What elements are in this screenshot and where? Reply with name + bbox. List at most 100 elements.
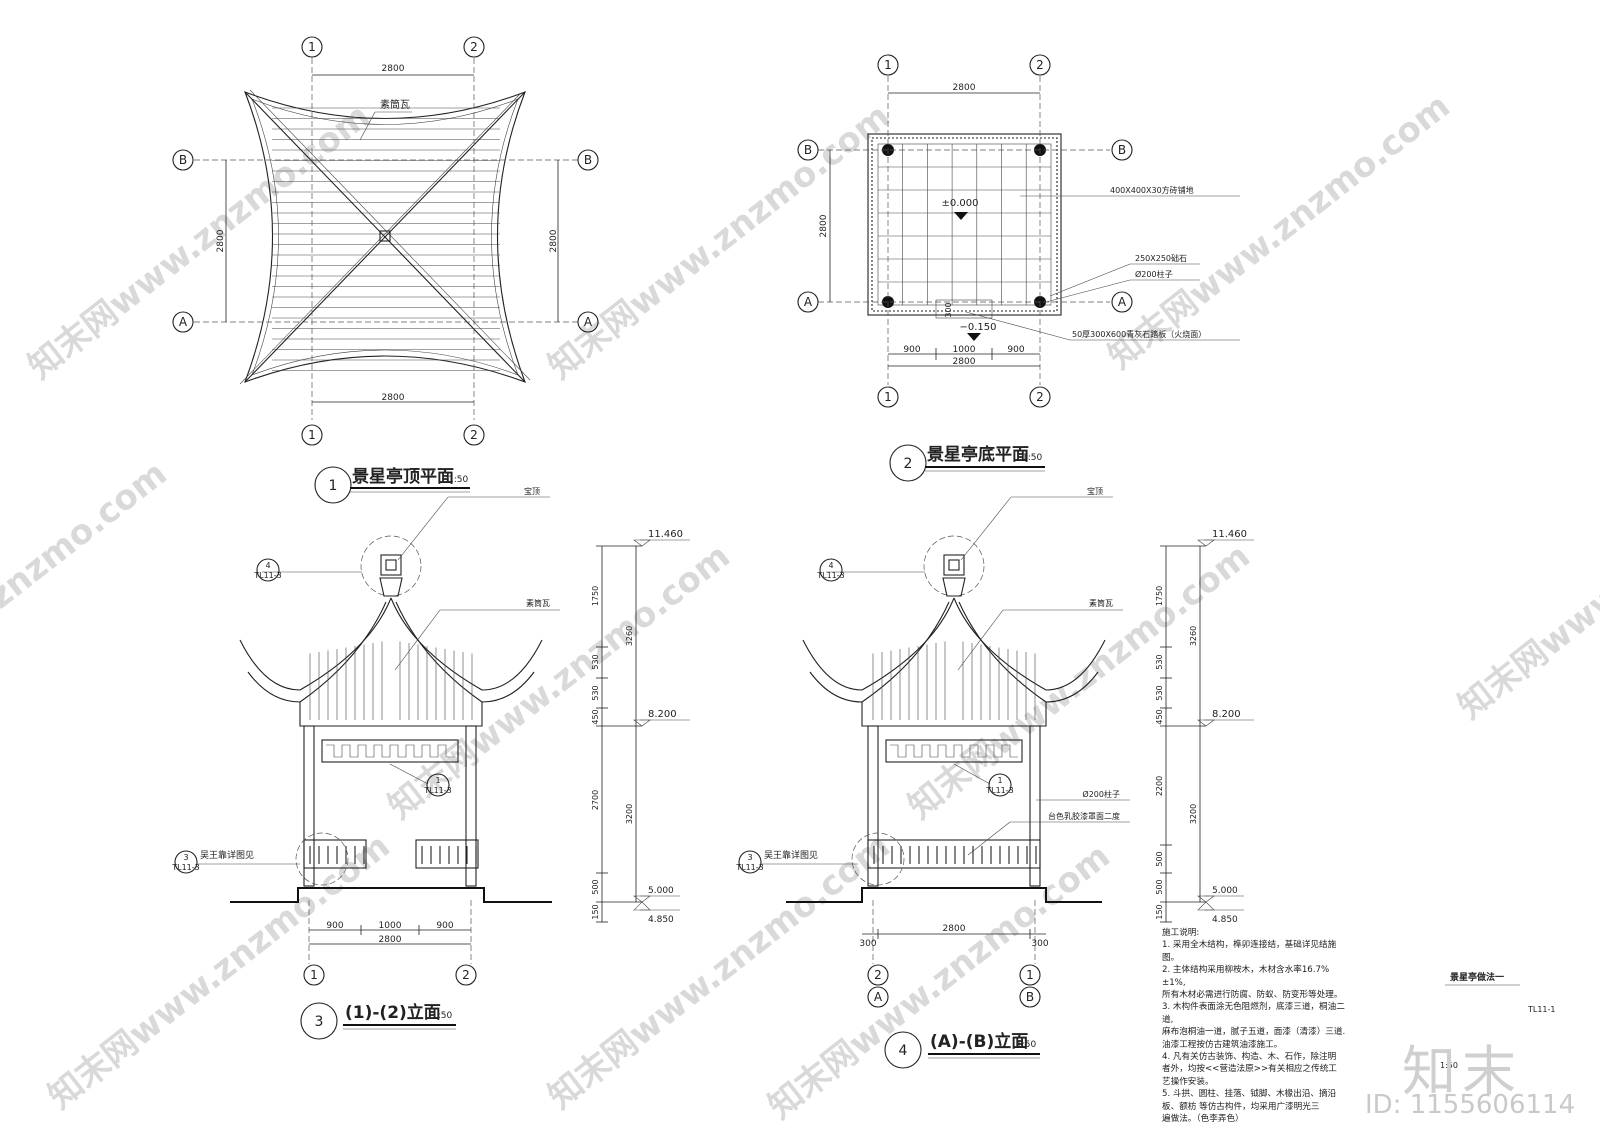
level-label: 5.000 xyxy=(648,886,674,896)
dim-label: 530 xyxy=(591,654,600,669)
finial-label: 宝顶 xyxy=(524,486,540,496)
note-line: 艺操作安装。 xyxy=(1162,1076,1214,1087)
dim-label: 300 xyxy=(944,302,953,317)
view-number: 1 xyxy=(329,478,338,494)
roof-tile-hatching xyxy=(272,107,500,371)
watermark-text: 知末网www.znzmo.com xyxy=(1451,436,1600,727)
bench-ref-label: 吴王靠详图见 xyxy=(200,849,254,861)
axis-label: 1 xyxy=(310,968,318,982)
dim-label: 3200 xyxy=(1189,804,1198,824)
dim-label: 900 xyxy=(326,921,343,931)
callout-column: Ø200柱子 xyxy=(1135,269,1173,279)
view-number: 3 xyxy=(315,1014,324,1030)
elevation-1-2-view: 宝顶 素筒瓦 4 TL11-3 1 TL11-3 3 TL11-3 吴王靠详图见… xyxy=(171,486,690,1040)
view-title: (1)-(2)立面 xyxy=(345,1002,441,1023)
axis-label: 2 xyxy=(470,40,478,54)
axis-label: 2 xyxy=(462,968,470,982)
axis-label: B xyxy=(179,153,187,167)
note-line: 4. 凡有关仿古装饰、构造、木、石作，除注明 xyxy=(1162,1052,1337,1063)
note-line: 麻布泡桐油一道，腻子五道，面漆（清漆）三道. xyxy=(1162,1027,1346,1038)
note-line: 板、额枋 等仿古构件，均采用广漆明光三 xyxy=(1162,1101,1320,1112)
bench-railing xyxy=(309,846,477,864)
dim-label: 900 xyxy=(903,345,920,355)
axis-label: A xyxy=(584,315,593,329)
level-label: 11.460 xyxy=(1212,529,1247,540)
watermark-logo: 知末 xyxy=(1402,1040,1522,1103)
roof-tile-label: 素筒瓦 xyxy=(526,598,550,608)
dim-label: 530 xyxy=(1155,685,1164,700)
axis-label: 2 xyxy=(1036,58,1044,72)
watermark-text: 知末网www.znzmo.com xyxy=(541,96,898,387)
dim-label: 530 xyxy=(1155,654,1164,669)
dim-label: 300 xyxy=(859,939,876,949)
level-label: −0.150 xyxy=(959,322,996,333)
callout-step-stone: 50厚300X600青灰石踏板（火烧面） xyxy=(1072,329,1206,339)
axis-label: 1 xyxy=(884,58,892,72)
dim-label: 1000 xyxy=(953,345,976,355)
watermark-text: 知末网www.znzmo.com xyxy=(901,536,1258,827)
notes-list: 1. 采用全木结构，榫卯连接结，基础详见结施图。2. 主体结构采用柳桉木，木材含… xyxy=(1162,939,1348,1125)
roof-tile-hatching xyxy=(309,641,473,720)
level-label: 4.850 xyxy=(1212,915,1238,925)
view-title: (A)-(B)立面 xyxy=(930,1031,1028,1052)
level-label: 8.200 xyxy=(1212,709,1241,720)
dim-label: 2800 xyxy=(819,214,829,237)
dim-label: 2800 xyxy=(943,924,966,934)
roof-plan-view: 2800 2800 2800 2800 素筒瓦 1 2 1 2 B B A A … xyxy=(172,36,599,504)
elevation-a-b-view: 宝顶 素筒瓦 Ø200柱子 台色乳胶漆罩面二度 4 TL11-3 1 TL11-… xyxy=(735,486,1254,1069)
note-line: 5. 斗拱、圆柱、挂落、钺脚、木椽出沿、摘沿 xyxy=(1162,1089,1337,1100)
dim-label: 500 xyxy=(1155,851,1164,866)
axis-label: 1 xyxy=(308,428,316,442)
note-line: 3. 木构件表面涂无色阻燃剂，底漆三道，桐油二道, xyxy=(1162,1002,1345,1025)
finial-label: 宝顶 xyxy=(1087,486,1103,496)
dim-label: 2800 xyxy=(382,64,405,74)
axis-label: A xyxy=(874,990,883,1004)
level-label: 11.460 xyxy=(648,529,683,540)
construction-notes: 施工说明: 1. 采用全木结构，榫卯连接结，基础详见结施图。2. 主体结构采用柳… xyxy=(1162,927,1348,1126)
axis-label: 2 xyxy=(1036,390,1044,404)
dim-label: 2800 xyxy=(216,229,226,252)
level-label: ±0.000 xyxy=(941,198,978,209)
column-label: Ø200柱子 xyxy=(1082,789,1120,799)
detail-ref-sheet: TL11-3 xyxy=(735,863,764,872)
dim-label: 2800 xyxy=(549,229,559,252)
level-label: 5.000 xyxy=(1212,886,1238,896)
level-label: 8.200 xyxy=(648,709,677,720)
dim-label: 2800 xyxy=(953,357,976,367)
watermark-text: 知末网www.znzmo.com xyxy=(41,826,398,1117)
dim-label: 450 xyxy=(1155,709,1164,724)
dim-label: 2800 xyxy=(953,83,976,93)
detail-ref-num: 1 xyxy=(435,776,440,785)
dim-label: 2800 xyxy=(379,935,402,945)
bench-note: 台色乳胶漆罩面二度 xyxy=(1048,811,1120,821)
note-line: 所有木材必需进行防腐、防蚁、防变形等处理。 xyxy=(1162,990,1343,1001)
detail-ref-num: 3 xyxy=(183,853,188,862)
note-line: 遍做法。（色李弄色） xyxy=(1162,1114,1244,1125)
axis-label: A xyxy=(804,295,813,309)
dim-label: 1000 xyxy=(379,921,402,931)
note-line: 油漆工程按仿古建筑油漆施工。 xyxy=(1162,1039,1283,1050)
dim-label: 3260 xyxy=(1189,626,1198,646)
callout-plinth: 250X250础石 xyxy=(1135,253,1187,263)
detail-ref-sheet: TL11-3 xyxy=(985,786,1014,795)
axis-label: 2 xyxy=(470,428,478,442)
note-line: 者外，均按<<营造法原>>有关相应之传统工 xyxy=(1162,1064,1337,1075)
dim-label: 1750 xyxy=(591,586,600,606)
view-scale: 1:50 xyxy=(1016,1040,1036,1050)
detail-ref-sheet: TL11-3 xyxy=(816,571,845,580)
view-number: 4 xyxy=(899,1043,908,1059)
view-scale: 1:50 xyxy=(448,475,468,485)
detail-ref-sheet: TL11-3 xyxy=(253,571,282,580)
paving-grid xyxy=(878,144,1051,305)
callout-paving: 400X400X30方砖铺地 xyxy=(1110,185,1194,195)
view-number: 2 xyxy=(904,456,913,472)
sheet-scale: 1:50 xyxy=(1440,1061,1458,1070)
notes-heading: 施工说明: xyxy=(1162,928,1200,938)
note-line: 2. 主体结构采用柳桉木，木材含水率16.7% ±1%, xyxy=(1162,965,1330,988)
roof-tile-hatching xyxy=(872,641,1036,720)
bench-railing xyxy=(873,846,1037,864)
sheet-title-block: 景星亭做法一 TL11-1 1:50 xyxy=(1440,971,1556,1070)
dim-label: 500 xyxy=(591,879,600,894)
view-title: 景星亭顶平面 xyxy=(352,466,454,487)
